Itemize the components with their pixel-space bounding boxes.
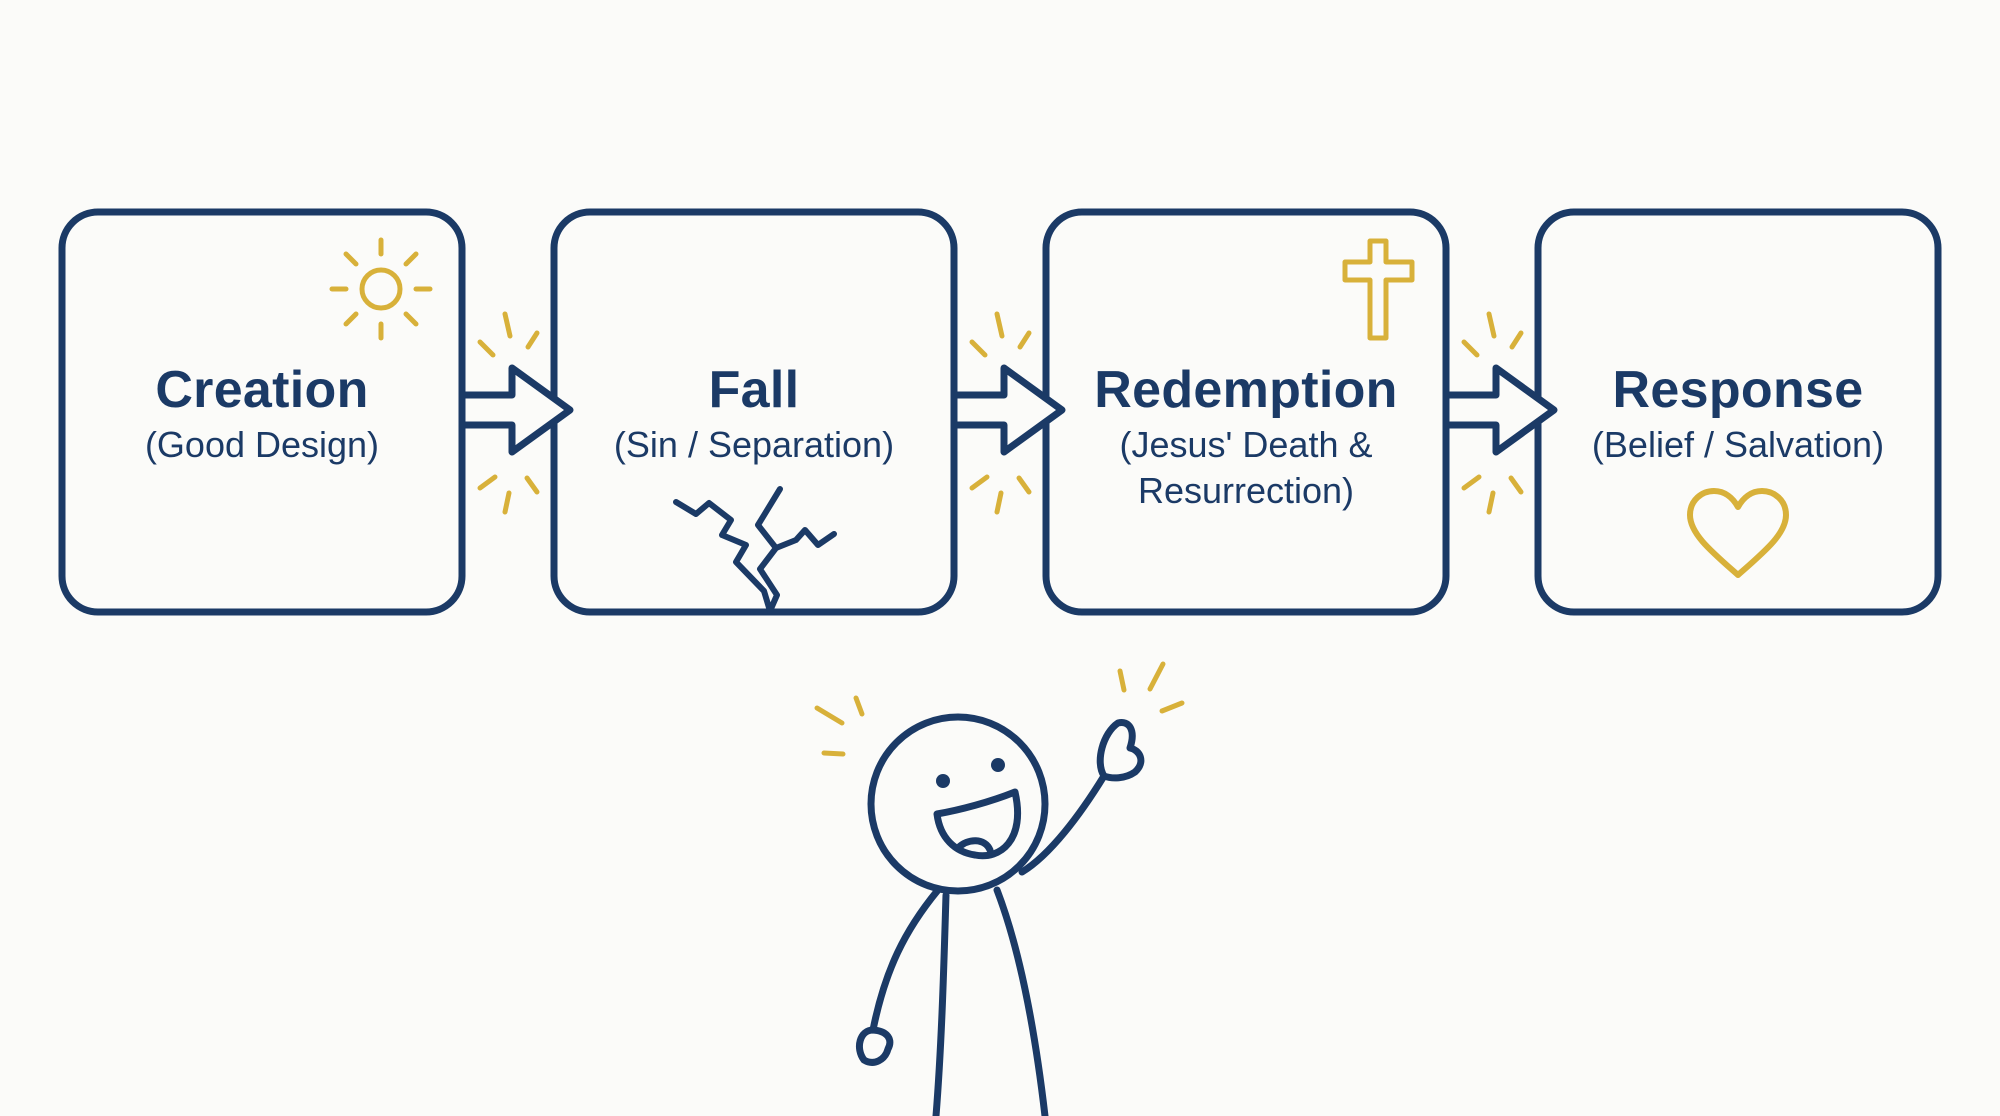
sparkle-icon xyxy=(969,311,1032,515)
heart-icon xyxy=(1687,488,1789,578)
step-subtitle: (Belief / Salvation) xyxy=(1591,424,1885,465)
step-creation: Creation (Good Design) xyxy=(82,360,442,468)
step-subtitle: (Good Design) xyxy=(144,424,380,465)
sparkle-icon xyxy=(477,311,540,515)
step-title: Redemption xyxy=(1094,361,1398,419)
step-title: Fall xyxy=(708,361,800,419)
cross-icon xyxy=(1342,238,1415,341)
sun-icon xyxy=(329,237,433,341)
step-response: Response (Belief / Salvation) xyxy=(1558,360,1918,468)
step-title: Creation xyxy=(155,361,369,419)
step-subtitle: (Sin / Separation) xyxy=(613,424,895,465)
arrow-icon xyxy=(1442,364,1558,456)
step-title: Response xyxy=(1612,361,1864,419)
step-subtitle: (Jesus' Death & Resurrection) xyxy=(1119,424,1373,511)
stick-figure-pointing-icon xyxy=(814,661,1185,1116)
arrow-icon xyxy=(950,364,1066,456)
sparkle-icon xyxy=(1461,311,1524,515)
arrow-icon xyxy=(458,364,574,456)
crack-icon xyxy=(673,486,837,614)
step-fall: Fall (Sin / Separation) xyxy=(574,360,934,468)
step-redemption: Redemption (Jesus' Death & Resurrection) xyxy=(1066,360,1426,514)
